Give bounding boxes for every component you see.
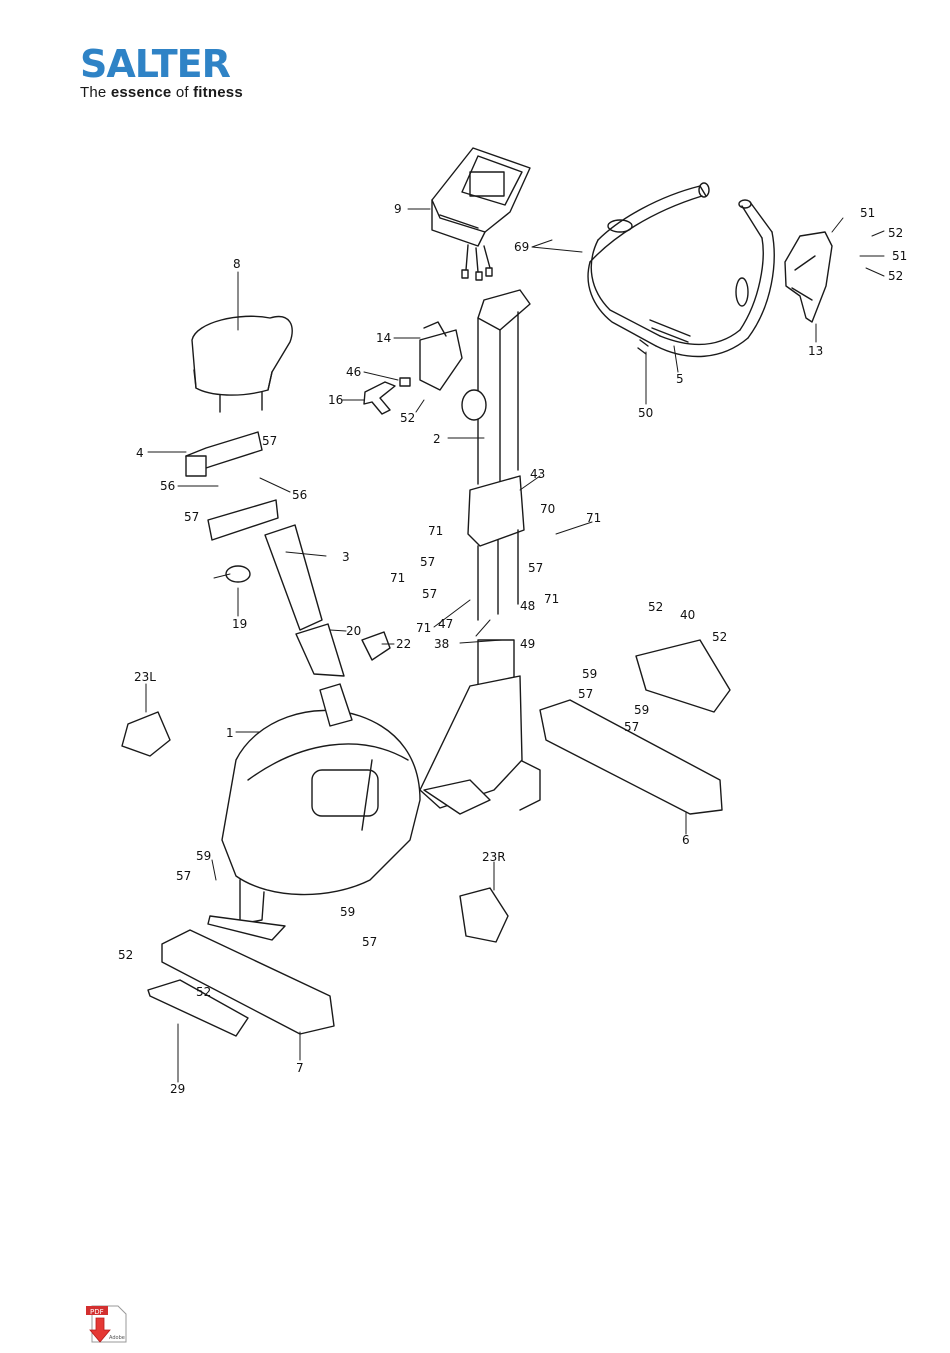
part-main-column [468,290,530,686]
label-13: 13 [808,344,823,358]
pdf-icon-adobe: Adobe [109,1335,125,1341]
part-seat [192,316,292,412]
label-40: 40 [680,608,695,622]
label-57: 57 [262,434,277,448]
part-bushing-knob [296,624,390,676]
label-4: 4 [136,446,144,460]
label-57: 57 [422,587,437,601]
label-70: 70 [540,502,555,516]
label-16: 16 [328,393,343,407]
label-23R: 23R [482,850,506,864]
label-52: 52 [196,985,211,999]
label-49: 49 [520,637,535,651]
label-71: 71 [416,621,431,635]
part-seat-slider [186,432,322,630]
label-57: 57 [578,687,593,701]
label-69: 69 [514,240,529,254]
part-front-stabilizer [148,916,334,1036]
label-50: 50 [638,406,653,420]
part-main-frame [222,676,522,924]
part-handlebar [588,183,774,356]
label-48: 48 [520,599,535,613]
label-57: 57 [362,935,377,949]
label-23L: 23L [134,670,156,684]
label-19: 19 [232,617,247,631]
label-52: 52 [648,600,663,614]
label-57: 57 [624,720,639,734]
label-8: 8 [233,257,241,271]
part-handlebar-cover [785,232,832,322]
label-71: 71 [586,511,601,525]
label-52: 52 [712,630,727,644]
label-51: 51 [860,206,875,220]
label-29: 29 [170,1082,185,1096]
pdf-icon[interactable]: PDF Adobe [84,1304,128,1344]
label-56: 56 [292,488,307,502]
label-71: 71 [428,524,443,538]
label-47: 47 [438,617,453,631]
label-59: 59 [196,849,211,863]
label-52: 52 [888,269,903,283]
label-5: 5 [676,372,684,386]
label-9: 9 [394,202,402,216]
label-71: 71 [390,571,405,585]
label-71: 71 [544,592,559,606]
label-59: 59 [340,905,355,919]
label-52: 52 [888,226,903,240]
pdf-icon-label: PDF [90,1308,104,1316]
label-38: 38 [434,637,449,651]
label-20: 20 [346,624,361,638]
label-51: 51 [892,249,907,263]
label-6: 6 [682,833,690,847]
label-3: 3 [342,550,350,564]
label-14: 14 [376,331,391,345]
label-2: 2 [433,432,441,446]
label-59: 59 [582,667,597,681]
label-7: 7 [296,1061,304,1075]
label-59: 59 [634,703,649,717]
pdf-icon-graphic: PDF Adobe [84,1304,128,1344]
label-52: 52 [400,411,415,425]
part-console [432,148,530,280]
label-1: 1 [226,726,234,740]
label-57: 57 [176,869,191,883]
label-22: 22 [396,637,411,651]
label-57: 57 [420,555,435,569]
label-57: 57 [184,510,199,524]
label-43: 43 [530,467,545,481]
label-52: 52 [118,948,133,962]
label-46: 46 [346,365,361,379]
label-57: 57 [528,561,543,575]
label-56: 56 [160,479,175,493]
